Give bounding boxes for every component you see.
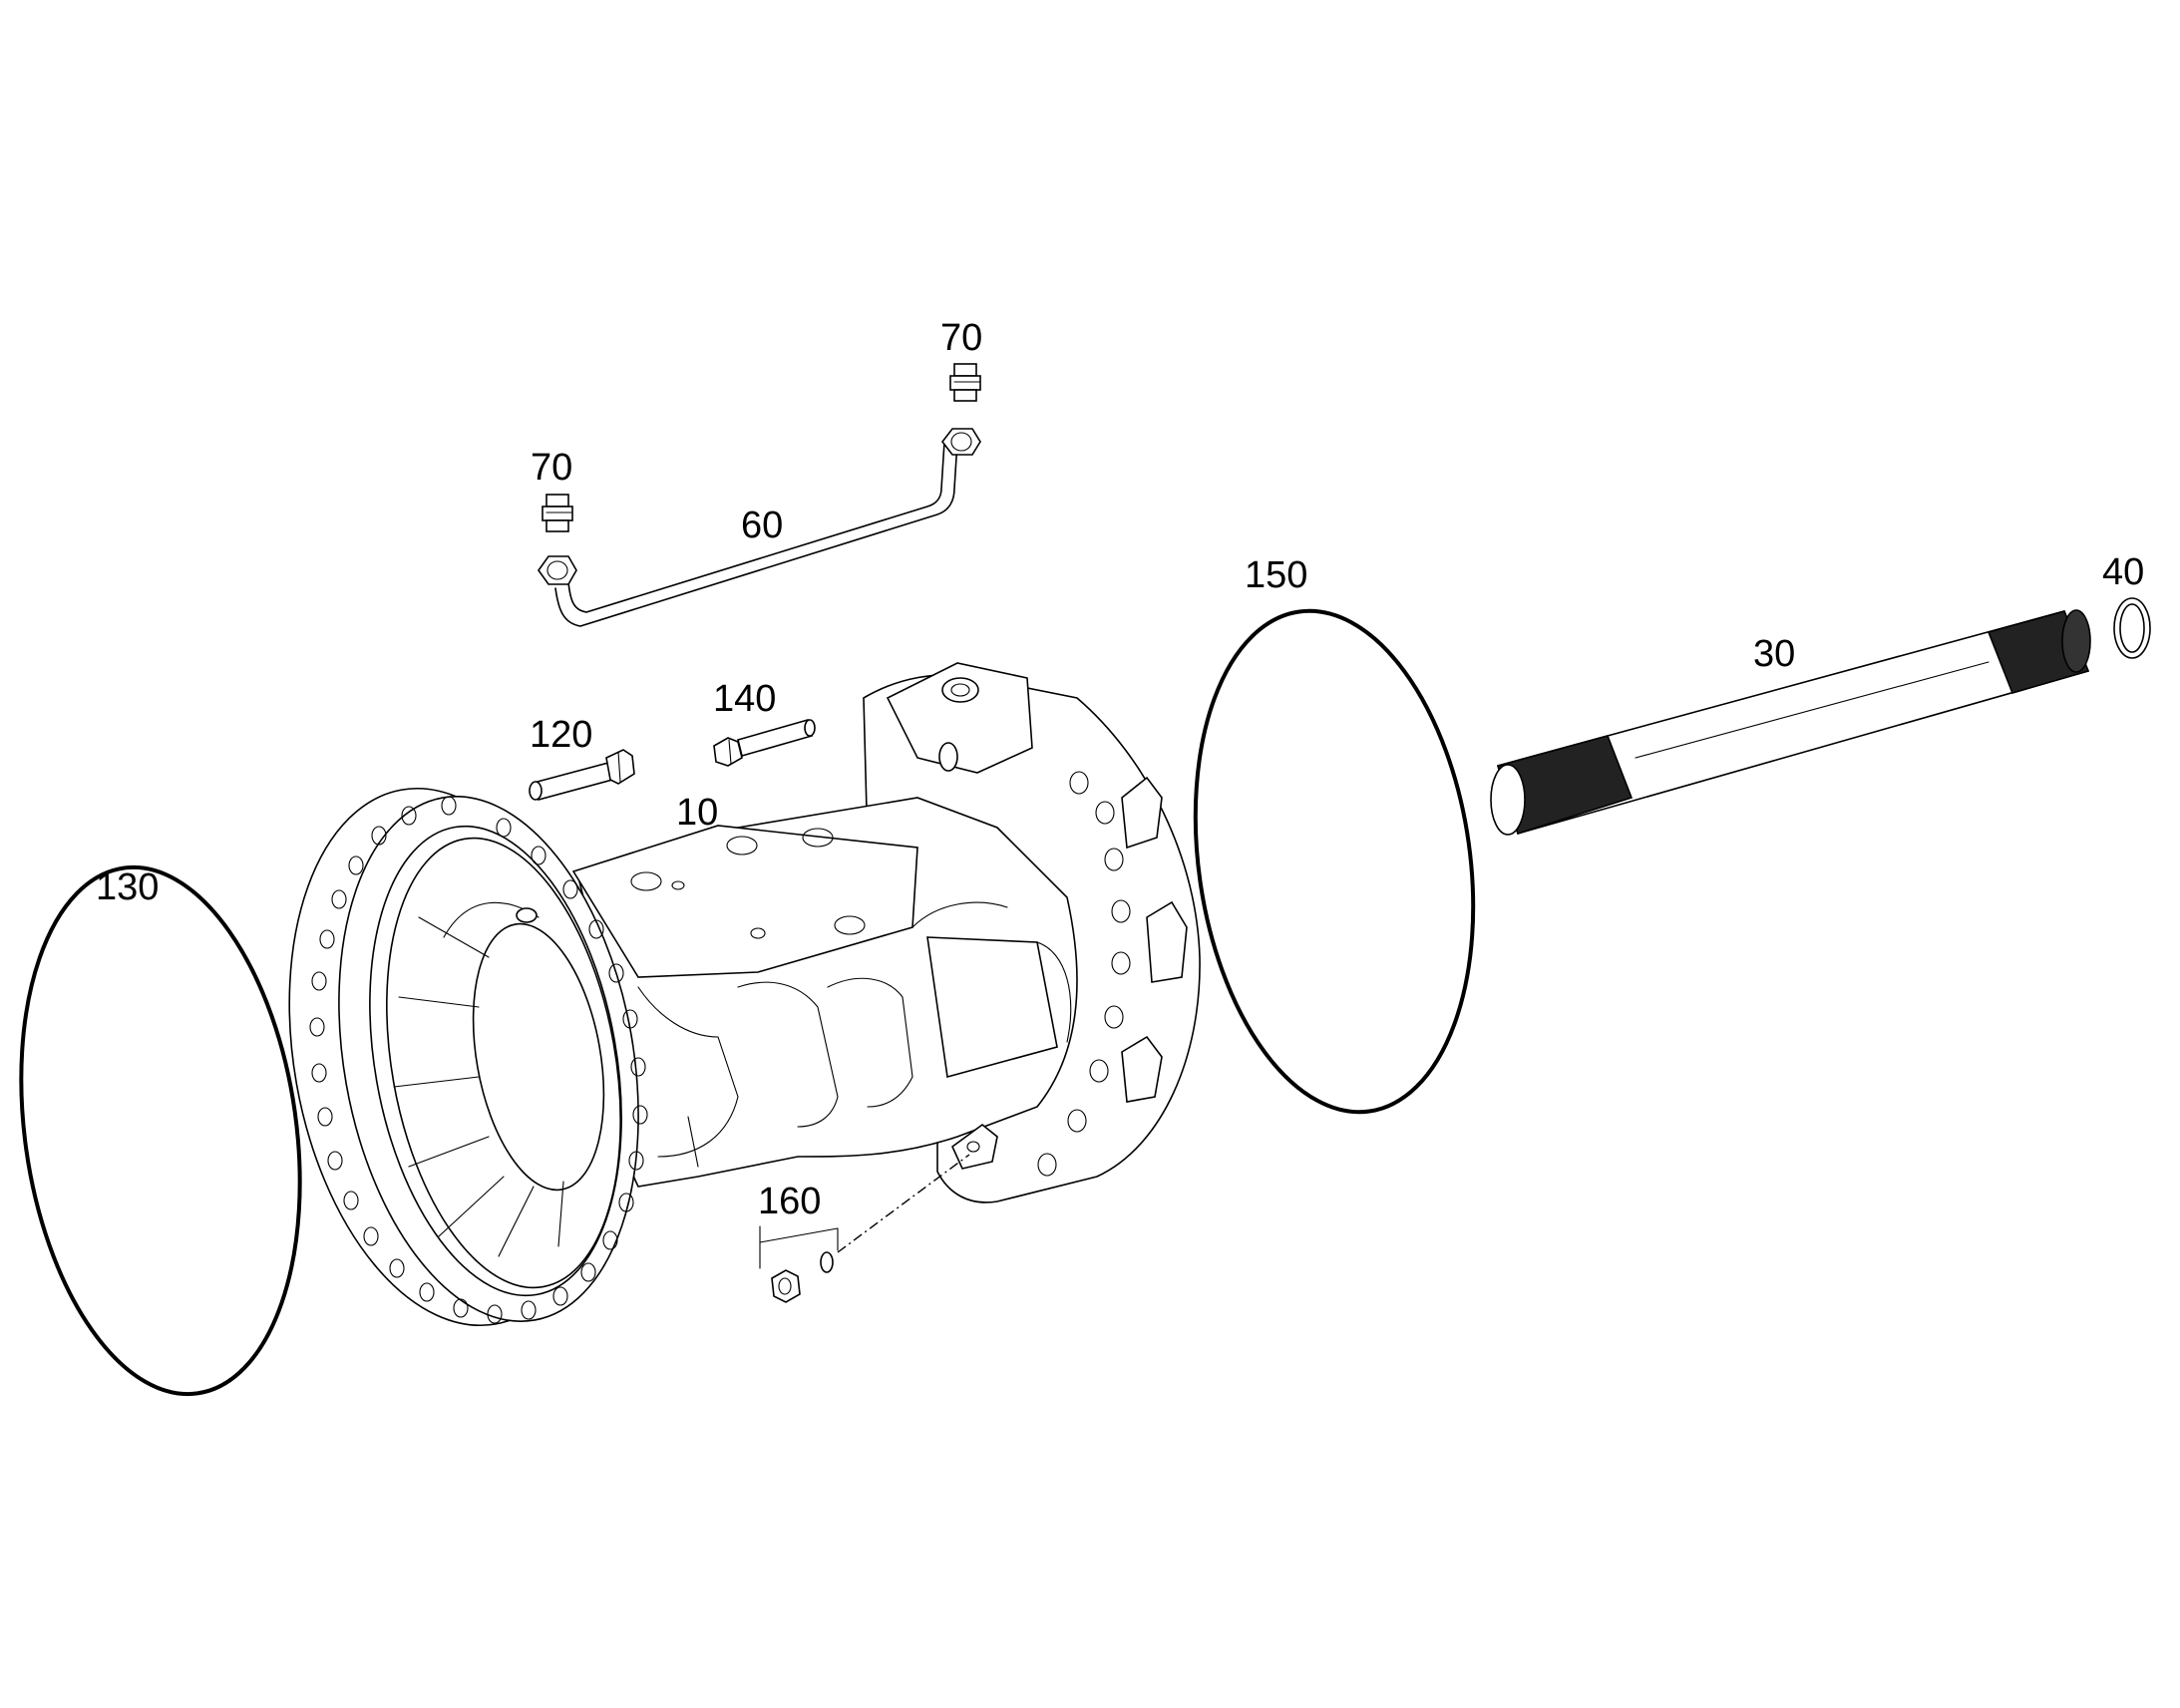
drain-plug-160 [759, 1154, 970, 1303]
bolt-140 [713, 719, 816, 767]
o-ring-150 [1193, 608, 1476, 1115]
ring-40 [2113, 597, 2151, 659]
callout-120: 120 [530, 714, 592, 756]
callout-160: 160 [758, 1181, 821, 1222]
fitting-70-left [542, 494, 573, 532]
bolt-120 [529, 749, 635, 801]
axle-shaft-30 [1490, 609, 2091, 836]
axle-housing-10 [288, 662, 1201, 1327]
o-ring-130 [19, 864, 302, 1397]
callout-70-top-left: 70 [531, 447, 572, 489]
callout-70-top-right: 70 [940, 317, 982, 359]
callout-40: 40 [2102, 551, 2144, 593]
callout-30: 30 [1753, 633, 1795, 675]
callout-150: 150 [1245, 554, 1307, 596]
left-flange-bolt-holes [309, 796, 648, 1324]
callout-10: 10 [676, 792, 718, 834]
callout-140: 140 [713, 678, 776, 720]
callout-60: 60 [741, 505, 783, 546]
right-flange-bolts [1037, 771, 1188, 1177]
left-flange [288, 787, 648, 1327]
pipe-60 [538, 428, 981, 627]
fitting-70-right [949, 363, 981, 402]
